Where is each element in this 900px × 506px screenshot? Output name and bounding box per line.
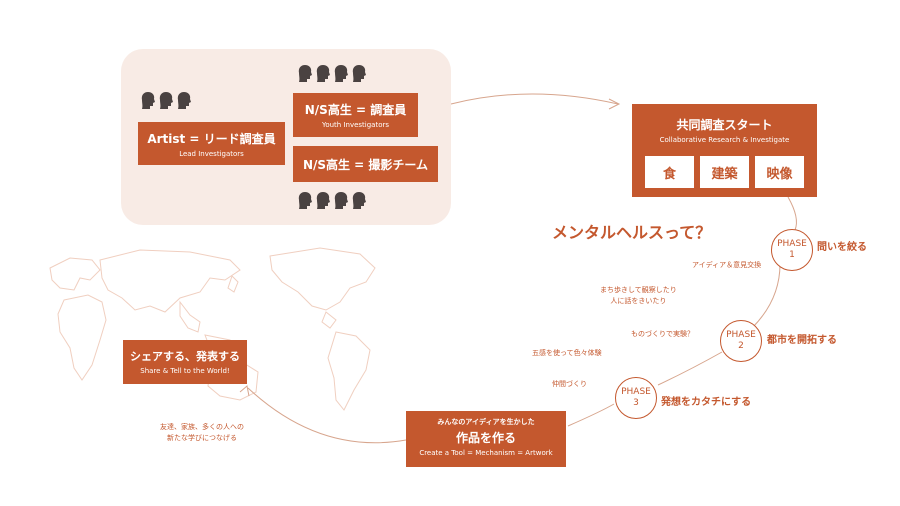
connector-phase2-to-phase3 xyxy=(657,351,723,386)
phase-3-line2: 3 xyxy=(633,398,639,408)
phase-2-line1: PHASE xyxy=(726,330,756,340)
artist-subtitle: Lead Investigators xyxy=(179,150,244,158)
head-silhouette-icon xyxy=(334,65,348,82)
head-silhouette-icon xyxy=(316,65,330,82)
youth-title: N/S高生 = 調査員 xyxy=(304,103,407,117)
phase-1-line1: PHASE xyxy=(777,239,807,249)
phase-3-circle: PHASE 3 xyxy=(615,377,657,419)
head-silhouette-icon xyxy=(177,92,191,109)
film-heads xyxy=(298,191,367,210)
tile-architecture: 建築 xyxy=(700,156,749,188)
head-silhouette-icon xyxy=(141,92,155,109)
phase-2-line2: 2 xyxy=(738,341,744,351)
connector-create-to-share xyxy=(247,387,407,444)
start-title: 共同調査スタート xyxy=(676,118,773,132)
arrow-up-icon xyxy=(239,385,250,397)
share-box: シェアする、発表する Share & Tell to the World! xyxy=(123,340,247,384)
question-text: メンタルヘルスって？ xyxy=(552,223,712,242)
connector-phase1-to-phase2 xyxy=(751,263,781,329)
create-pretitle: みんなのアイディアを生かした xyxy=(437,418,535,426)
note-walk-line1: まち歩きして観察したり xyxy=(600,286,677,294)
youth-subtitle: Youth Investigators xyxy=(321,121,390,129)
film-title: N/S高生 = 撮影チーム xyxy=(302,158,429,172)
phase-1-line2: 1 xyxy=(789,250,795,260)
note-walk-line2: 人に話をきいたり xyxy=(610,297,667,305)
start-subtitle: Collaborative Research & Investigate xyxy=(659,136,790,144)
connector-start-to-phase1 xyxy=(787,196,797,231)
artist-title: Artist = リード調査員 xyxy=(147,132,276,146)
connector-phase3-to-create xyxy=(567,403,615,427)
head-silhouette-icon xyxy=(159,92,173,109)
artist-heads xyxy=(141,91,192,110)
create-title: 作品を作る xyxy=(455,431,516,445)
phase-1-circle: PHASE 1 xyxy=(771,229,813,271)
note-experiment: ものづくりで実験？ xyxy=(631,330,694,338)
note-share-line2: 新たな学びにつなげる xyxy=(167,434,237,442)
youth-heads xyxy=(298,64,367,83)
artist-box: Artist = リード調査員 Lead Investigators xyxy=(138,122,285,165)
share-subtitle: Share & Tell to the World! xyxy=(140,367,230,375)
phase-1-label: 問いを絞る xyxy=(817,242,867,253)
head-silhouette-icon xyxy=(298,65,312,82)
tile-food: 食 xyxy=(645,156,694,188)
note-share-learning: 友達、家族、多くの人への 新たな学びにつなげる xyxy=(160,422,244,444)
film-box: N/S高生 = 撮影チーム xyxy=(293,146,438,182)
phase-3-label: 発想をカタチにする xyxy=(661,397,752,408)
share-title: シェアする、発表する xyxy=(130,350,240,363)
arrow-right-icon xyxy=(608,98,621,110)
phase-2-label: 都市を開拓する xyxy=(767,335,837,346)
note-teamwork: 仲間づくり xyxy=(552,380,587,388)
create-subtitle: Create a Tool = Mechanism = Artwork xyxy=(419,449,553,457)
connector-panel-to-start xyxy=(450,93,619,105)
youth-box: N/S高生 = 調査員 Youth Investigators xyxy=(293,93,418,137)
head-silhouette-icon xyxy=(352,192,366,209)
note-share-line1: 友達、家族、多くの人への xyxy=(160,423,244,431)
note-five-senses: 五感を使って色々体験 xyxy=(532,349,602,357)
phase-3-line1: PHASE xyxy=(621,387,651,397)
note-idea-exchange: アイディア＆意見交換 xyxy=(692,261,762,269)
head-silhouette-icon xyxy=(352,65,366,82)
phase-2-circle: PHASE 2 xyxy=(720,320,762,362)
head-silhouette-icon xyxy=(298,192,312,209)
tile-video: 映像 xyxy=(755,156,804,188)
create-box: みんなのアイディアを生かした 作品を作る Create a Tool = Mec… xyxy=(406,411,566,467)
note-walk-observe: まち歩きして観察したり 人に話をきいたり xyxy=(600,285,677,307)
head-silhouette-icon xyxy=(316,192,330,209)
head-silhouette-icon xyxy=(334,192,348,209)
